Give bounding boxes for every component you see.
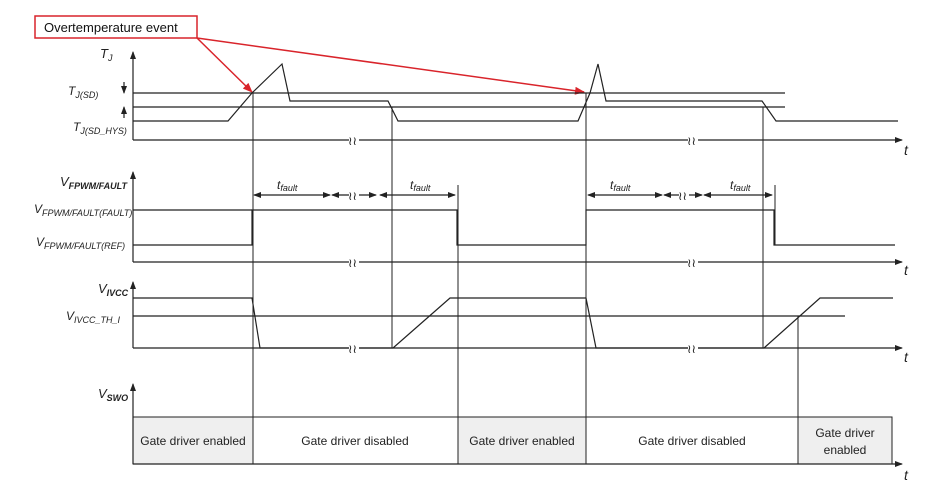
- break-marks: ≀≀ ≀≀ ≀≀ ≀≀ ≀≀ ≀≀ ≀≀ ≀≀: [348, 133, 698, 356]
- break-gap-2c: [349, 188, 359, 202]
- callout-label: Overtemperature event: [44, 20, 178, 35]
- state-label-4: Gate driver disabled: [638, 434, 745, 448]
- vfpwm-axis-label: VFPWM/FAULT: [60, 174, 128, 191]
- break-gap-2a: [349, 255, 359, 269]
- panel-vswo: [130, 383, 903, 467]
- state-label-5b: enabled: [824, 443, 867, 457]
- tj-sd-label: TJ(SD): [68, 84, 98, 100]
- overtemperature-callout: Overtemperature event: [34, 15, 585, 95]
- break-gap-1b: [688, 133, 698, 147]
- state-label-3: Gate driver enabled: [469, 434, 574, 448]
- break-mark-2d: ≀≀: [678, 189, 687, 203]
- vswo-axis-label: VSWO: [98, 386, 128, 403]
- break-gap-2d: [679, 188, 689, 202]
- break-mark-2c: ≀≀: [348, 189, 357, 203]
- break-mark-3a: ≀≀: [348, 342, 357, 356]
- break-gap-1a: [349, 133, 359, 147]
- state-box-3: [457, 416, 587, 465]
- panel-tj: [121, 51, 903, 143]
- break-mark-1a: ≀≀: [348, 134, 357, 148]
- state-label-2: Gate driver disabled: [301, 434, 408, 448]
- break-gap-3b: [688, 341, 698, 355]
- state-box-4: [585, 416, 799, 465]
- panel-vivcc: [130, 281, 903, 351]
- break-mark-2b: ≀≀: [687, 256, 696, 270]
- tfault-label-2: tfault: [410, 178, 431, 193]
- tj-waveform: [133, 62, 898, 122]
- vfpwm-ref-label: VFPWM/FAULT(REF): [36, 235, 125, 251]
- tj-axis-label: TJ: [100, 46, 113, 63]
- vivcc-th-label: VIVCC_TH_I: [66, 309, 121, 325]
- break-mark-3b: ≀≀: [687, 342, 696, 356]
- break-mark-1b: ≀≀: [687, 134, 696, 148]
- vivcc-waveform: [133, 297, 893, 349]
- tfault-label-4: tfault: [730, 178, 751, 193]
- time-label-2: t: [904, 262, 909, 278]
- panel-vfpwm: [130, 171, 903, 265]
- break-mark-2a: ≀≀: [348, 256, 357, 270]
- time-label-1: t: [904, 142, 909, 158]
- tfault-label-1: tfault: [277, 178, 298, 193]
- tj-hys-label: TJ(SD_HYS): [73, 120, 127, 136]
- callout-arrow-1: [196, 37, 253, 93]
- break-gap-3a: [349, 341, 359, 355]
- state-box-5: [797, 416, 893, 465]
- state-label-1: Gate driver enabled: [140, 434, 245, 448]
- state-label-5a: Gate driver: [815, 426, 874, 440]
- break-gap-2b: [688, 255, 698, 269]
- time-label-4: t: [904, 467, 909, 483]
- event-lines: [252, 93, 799, 464]
- vivcc-axis-label: VIVCC: [98, 281, 129, 298]
- tfault-label-3: tfault: [610, 178, 631, 193]
- time-label-3: t: [904, 349, 909, 365]
- vfpwm-waveform: [133, 209, 895, 246]
- vfpwm-fault-label: VFPWM/FAULT(FAULT): [34, 202, 132, 218]
- callout-box: [34, 15, 198, 39]
- callout-arrow-2: [196, 37, 585, 95]
